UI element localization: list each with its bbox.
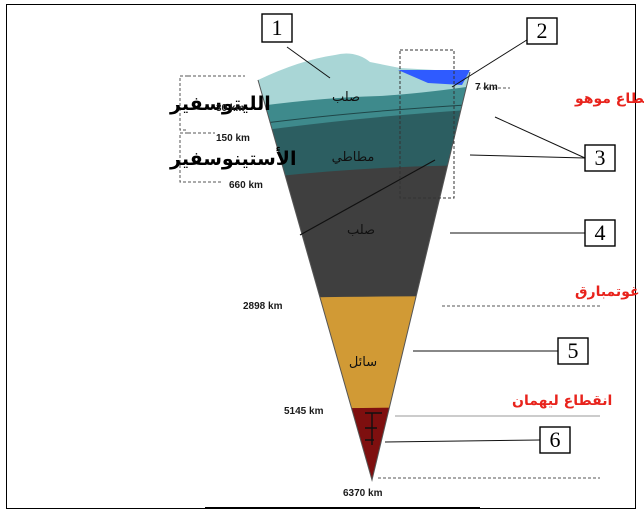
lithosphere-bracket — [179, 75, 188, 131]
label-box-4: 4 — [584, 219, 616, 247]
asthenosphere-label: الأستينوسفير — [169, 147, 296, 170]
pointer-1 — [286, 46, 331, 79]
boundary-line — [258, 102, 470, 133]
subduction-line — [299, 159, 436, 236]
depth-30km: 30 km — [216, 103, 244, 114]
outer-core-layer — [258, 296, 470, 480]
lithosphere-label: الليتوسفير — [169, 93, 271, 115]
label-box-6: 6 — [539, 426, 571, 454]
ocean-wedge — [398, 70, 470, 85]
label-box-5: 5 — [557, 337, 589, 365]
depth-5145km: 5145 km — [284, 406, 324, 417]
outer-core-state-label: سائل — [349, 355, 377, 370]
asthenosphere-bracket — [179, 132, 188, 183]
depth-150km: 150 km — [216, 133, 250, 144]
inner-core-glyph — [365, 412, 382, 445]
depth-660km: 660 km — [229, 180, 263, 191]
bottom-rule — [205, 507, 480, 509]
depth-6370km: 6370 km — [343, 488, 383, 499]
asthenosphere-state-label: مطاطي — [332, 150, 375, 165]
pointer-3a — [494, 116, 586, 159]
number-6: 6 — [550, 427, 561, 452]
pointer-2 — [451, 37, 531, 88]
lehmann-label: انقطاع ليهمان — [512, 393, 612, 409]
zoom-box — [399, 49, 455, 199]
number-3: 3 — [595, 145, 606, 170]
number-1: 1 — [272, 15, 283, 40]
depth-2898km: 2898 km — [243, 301, 283, 312]
pointer-3b — [469, 154, 586, 159]
pointer-6 — [384, 439, 541, 443]
cone-outline — [257, 71, 471, 482]
crust-state-label: صلب — [332, 90, 360, 105]
label-box-3: 3 — [584, 144, 616, 172]
number-5: 5 — [568, 338, 579, 363]
label-box-2: 2 — [526, 17, 558, 45]
moho-label: انقطاع موهو — [574, 91, 644, 107]
lower-mantle-state-label: صلب — [347, 223, 375, 238]
number-2: 2 — [537, 18, 548, 43]
number-4: 4 — [595, 220, 606, 245]
depth-7km: 7 km — [475, 82, 498, 93]
label-box-1: 1 — [261, 13, 293, 43]
gutenberg-label: انقطاع غوتمبارق — [575, 284, 644, 300]
